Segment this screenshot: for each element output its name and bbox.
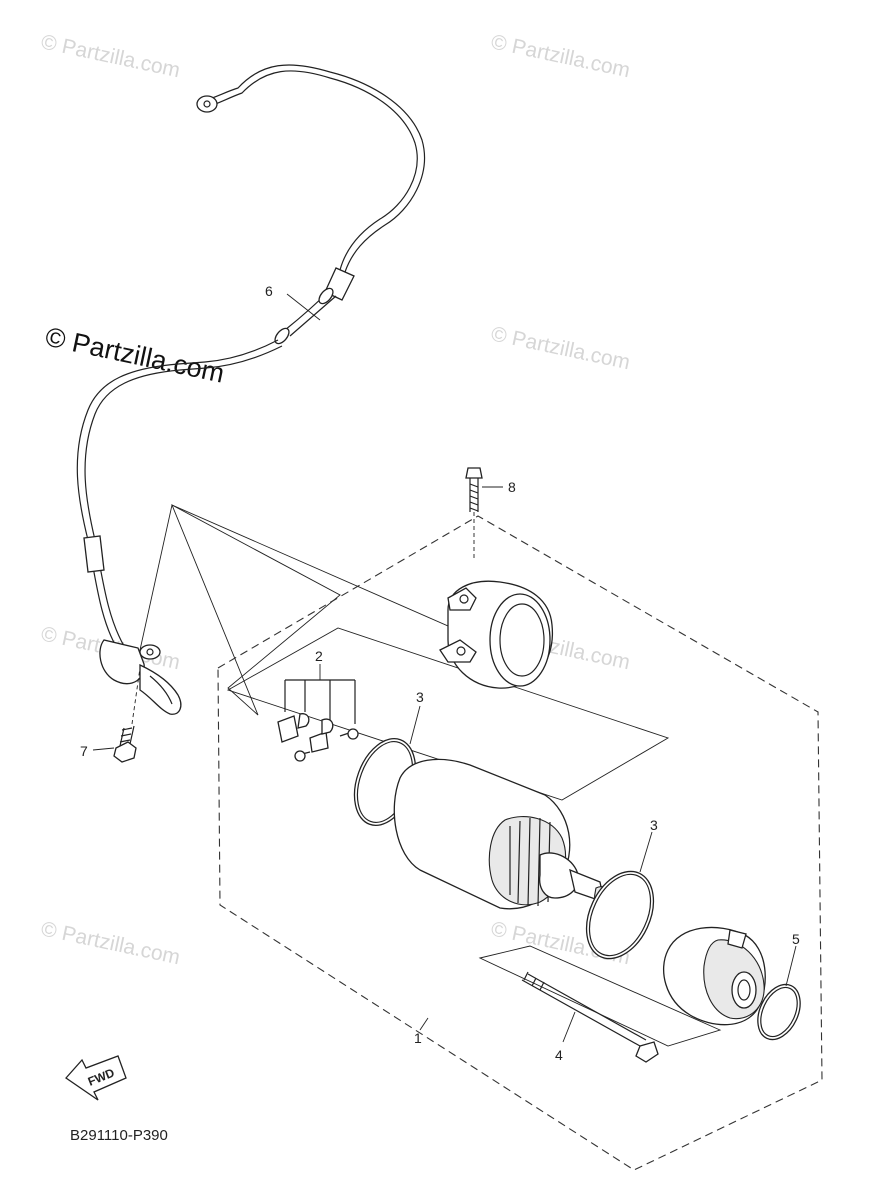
callout-4: 4 [555, 1047, 563, 1063]
callout-3-left: 3 [416, 689, 424, 705]
callout-7: 7 [80, 743, 88, 759]
part-brush-set [277, 664, 359, 762]
part-through-bolt [521, 971, 659, 1063]
watermark: © Partzilla.com [39, 917, 182, 969]
part-bolt-lower [113, 667, 141, 763]
part-o-ring-right [585, 870, 655, 960]
callout-labels: 1 2 3 3 4 5 6 7 8 [80, 283, 800, 1063]
part-starter-cable [76, 64, 426, 715]
part-bolt-upper [465, 467, 483, 560]
part-motor-body [393, 758, 619, 921]
watermark: © Partzilla.com [39, 30, 182, 82]
part-rear-cover [662, 926, 766, 1026]
fwd-arrow-icon: FWD [65, 1055, 127, 1101]
part-front-cover [439, 580, 554, 689]
callout-3-right: 3 [650, 817, 658, 833]
callout-5: 5 [792, 931, 800, 947]
callout-8: 8 [508, 479, 516, 495]
part-o-ring-small [757, 983, 801, 1041]
callout-6: 6 [265, 283, 273, 299]
callout-1: 1 [414, 1030, 422, 1046]
watermark: © Partzilla.com [489, 322, 632, 374]
callout-leaders [92, 293, 797, 1043]
diagram-code: B291110-P390 [70, 1127, 168, 1144]
callout-2: 2 [315, 648, 323, 664]
watermark: © Partzilla.com [489, 30, 632, 82]
